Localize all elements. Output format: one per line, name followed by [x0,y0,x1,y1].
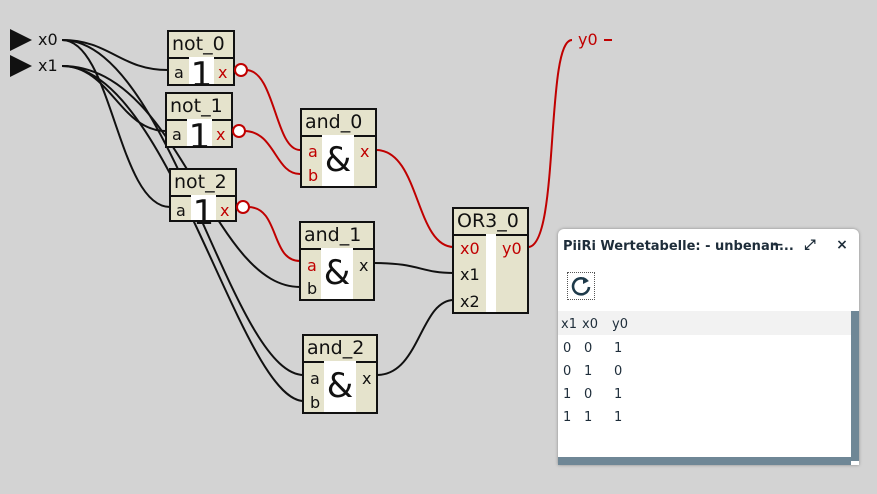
wire-and0-or [375,149,455,248]
wire-and1-or [373,262,455,274]
gate-body [486,234,496,312]
input-x0-marker[interactable] [10,29,32,51]
pin-x1: x1 [460,265,480,284]
input-x1-marker[interactable] [10,55,32,77]
horizontal-scrollbar[interactable] [558,457,851,465]
gate-symbol: 1 [191,193,216,233]
input-x0-label: x0 [38,30,58,49]
vertical-scrollbar[interactable] [851,311,859,461]
table-cell: 1 [614,387,623,402]
truth-table-window[interactable]: PiiRi Wertetabelle: - unbenan... − ⤢ × x… [558,229,859,465]
refresh-button[interactable] [567,272,595,300]
pin-x: x [362,369,372,388]
gate-title: and_0 [302,110,375,137]
not2-output-port[interactable] [236,200,250,214]
pin-x0: x0 [460,239,480,258]
table-cell: 1 [584,410,593,425]
pin-x: x [218,63,228,82]
pin-x: x [359,256,369,275]
gate-symbol: & [322,135,354,186]
gate-not-2[interactable]: not_2 1 a x [169,168,237,233]
gate-not-0[interactable]: not_0 1 a x [167,30,235,95]
wire-x0-not2 [61,39,171,208]
pin-a: a [310,369,320,388]
table-cell: 1 [584,364,593,379]
header-cell: y0 [612,317,628,332]
pin-a: a [172,125,182,144]
output-y0-label: y0 [578,30,598,49]
close-icon[interactable]: × [836,237,848,253]
wire-not2-and1a [247,206,301,262]
wire-or-y0 [527,39,573,248]
gate-symbol: & [321,248,353,299]
pin-b: b [308,166,319,185]
pin-b: b [310,393,321,412]
input-x1-label: x1 [38,56,58,75]
not0-output-port[interactable] [234,63,248,77]
gate-not-1[interactable]: not_1 1 a x [165,92,233,157]
gate-and-0[interactable]: and_0 & a b x [300,108,377,188]
pin-a: a [174,63,184,82]
table-header: x1 x0 y0 [558,311,851,335]
wire-not0-and0a [245,69,301,151]
pin-x: x [360,142,370,161]
minimize-icon[interactable]: − [772,237,784,253]
pin-x2: x2 [460,292,480,311]
table-cell: 0 [563,364,572,379]
table-cell: 0 [584,341,593,356]
wire-not1-and0b [243,130,301,175]
pin-a: a [307,256,317,275]
gate-and-2[interactable]: and_2 & a b x [302,334,378,414]
gate-symbol: & [324,361,356,412]
pin-a: a [308,142,318,161]
gate-and-1[interactable]: and_1 & a b x [299,221,375,301]
gate-symbol: 1 [189,55,214,95]
window-titlebar[interactable]: PiiRi Wertetabelle: - unbenan... − ⤢ × [558,229,859,263]
table-cell: 0 [614,364,623,379]
pin-a: a [176,201,186,220]
refresh-icon [571,277,591,296]
table-cell: 0 [563,341,572,356]
window-title: PiiRi Wertetabelle: - unbenan... [563,239,794,254]
table-cell: 0 [584,387,593,402]
wire-x1-and2b [61,65,305,402]
wire-and2-or [376,299,455,376]
gate-title: and_2 [304,336,376,363]
gate-symbol: 1 [187,117,212,157]
gate-title: OR3_0 [454,209,527,236]
table-cell: 1 [563,387,572,402]
truth-table: x1 x0 y0 0 0 1 0 1 0 1 0 1 1 1 1 [558,311,851,459]
pin-y0: y0 [502,239,522,258]
not1-output-port[interactable] [232,124,246,138]
pin-b: b [307,279,318,298]
gate-title: not_0 [169,32,233,59]
gate-or3-0[interactable]: OR3_0 x0 x1 x2 y0 [452,207,529,314]
table-cell: 1 [614,410,623,425]
pin-x: x [220,201,230,220]
header-cell: x1 [561,317,577,332]
maximize-icon[interactable]: ⤢ [804,237,816,253]
wire-x0-not0 [61,39,169,71]
header-cell: x0 [582,317,598,332]
pin-x: x [216,125,226,144]
gate-title: and_1 [301,223,373,250]
table-cell: 1 [563,410,572,425]
table-cell: 1 [614,341,623,356]
